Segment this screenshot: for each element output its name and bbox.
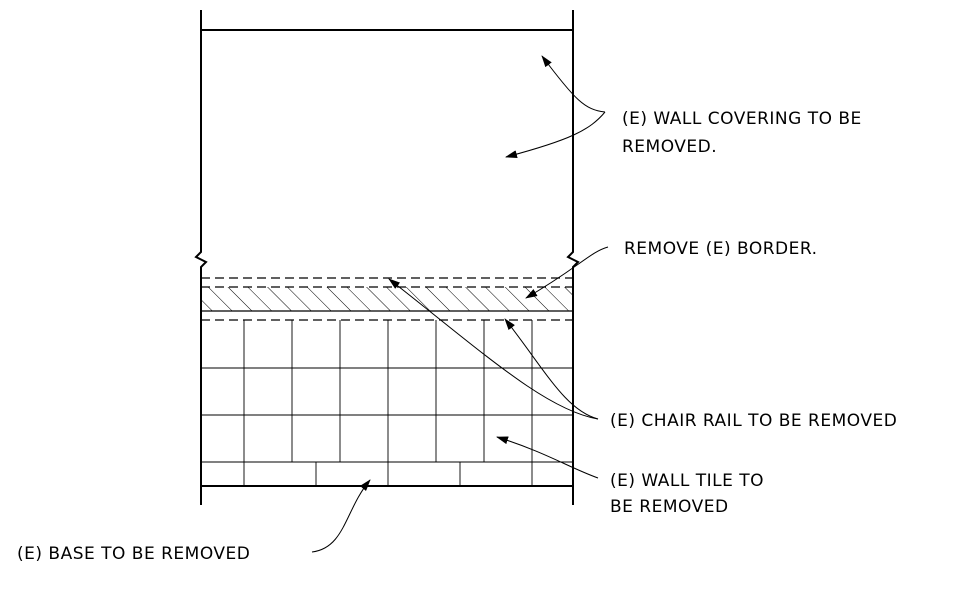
- border-label: REMOVE (E) BORDER.: [624, 239, 818, 259]
- wall-tile-leader: [496, 436, 599, 479]
- wall-covering-label-line1: (E) WALL COVERING TO BE: [622, 109, 862, 129]
- chair-rail-label: (E) CHAIR RAIL TO BE REMOVED: [610, 411, 897, 431]
- wall-tile-grid: [201, 320, 573, 463]
- wall-covering-label-line2: REMOVED.: [622, 137, 717, 157]
- border-hatch: [201, 287, 573, 311]
- base-course: [243, 462, 533, 486]
- wall-covering-leader-upper: [541, 55, 606, 113]
- right-wall-edge: [566, 10, 580, 505]
- wall-covering-leader-lower: [505, 111, 606, 159]
- base-label: (E) BASE TO BE REMOVED: [17, 544, 250, 564]
- base-leader: [311, 479, 371, 553]
- chair-rail-leader-lower: [504, 318, 599, 420]
- chair-rail-leader-upper: [388, 278, 599, 420]
- wall-tile-label-line2: BE REMOVED: [610, 497, 729, 517]
- wall-tile-label-line1: (E) WALL TILE TO: [610, 471, 764, 491]
- left-wall-edge: [194, 10, 208, 505]
- border-leader: [525, 246, 609, 299]
- border-band: [201, 277, 573, 321]
